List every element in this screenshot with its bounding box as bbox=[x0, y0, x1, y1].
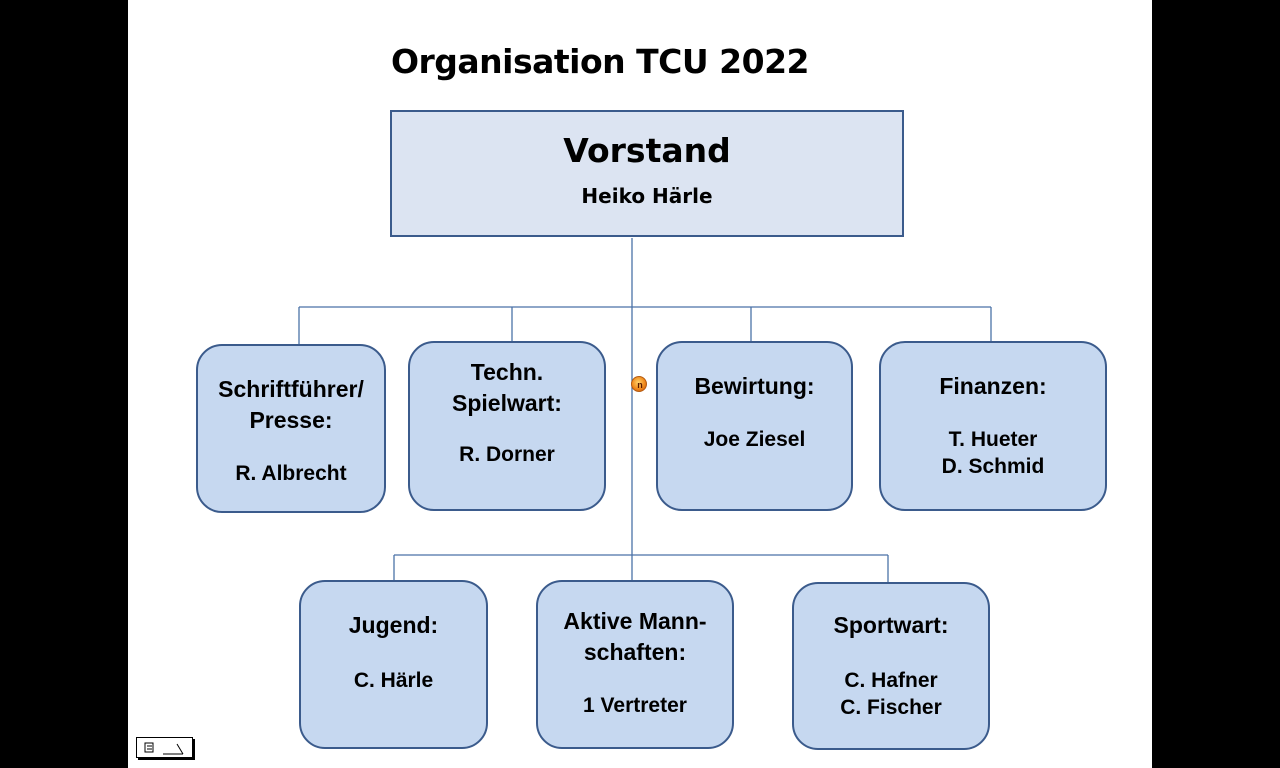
box-bewirtung: Bewirtung: Joe Ziesel bbox=[656, 341, 853, 511]
notes-icon-glyph bbox=[144, 742, 184, 755]
box-person: C. Hafner bbox=[844, 669, 938, 692]
box-head-line: schaften: bbox=[583, 639, 687, 665]
box-vorstand-head: Vorstand bbox=[563, 131, 731, 170]
box-aktive: Aktive Mann- schaften: 1 Vertreter bbox=[536, 580, 734, 749]
box-head-line: Techn. bbox=[470, 359, 544, 385]
box-finanzen: Finanzen: T. Hueter D. Schmid bbox=[879, 341, 1107, 511]
box-head-line: Bewirtung: bbox=[694, 373, 815, 399]
box-schriftfuehrer: Schriftführer/ Presse: R. Albrecht bbox=[196, 344, 386, 513]
box-sportwart: Sportwart: C. Hafner C. Fischer bbox=[792, 582, 990, 750]
box-head-line: Spielwart: bbox=[452, 390, 562, 416]
box-person: Joe Ziesel bbox=[703, 428, 806, 451]
box-head-line: Jugend: bbox=[348, 612, 439, 638]
box-jugend: Jugend: C. Härle bbox=[299, 580, 488, 749]
box-head-line: Schriftführer/ bbox=[218, 376, 364, 402]
box-person: D. Schmid bbox=[941, 455, 1045, 478]
notes-icon[interactable] bbox=[136, 737, 193, 758]
box-person: T. Hueter bbox=[948, 428, 1038, 451]
box-person: R. Dorner bbox=[459, 443, 555, 466]
box-head-line: Finanzen: bbox=[939, 373, 1047, 399]
box-person: 1 Vertreter bbox=[583, 694, 687, 717]
box-head-line: Presse: bbox=[249, 407, 333, 433]
office-assistant-icon[interactable]: n bbox=[631, 376, 647, 392]
box-spielwart: Techn. Spielwart: R. Dorner bbox=[408, 341, 606, 511]
box-person: C. Härle bbox=[353, 669, 434, 692]
box-vorstand: Vorstand Heiko Härle bbox=[390, 110, 904, 237]
box-head-line: Sportwart: bbox=[833, 612, 949, 638]
page-title: Organisation TCU 2022 bbox=[390, 42, 810, 81]
box-person: R. Albrecht bbox=[235, 462, 347, 485]
box-person: C. Fischer bbox=[840, 696, 942, 719]
box-head-line: Aktive Mann- bbox=[563, 608, 707, 634]
box-vorstand-name: Heiko Härle bbox=[581, 184, 713, 208]
